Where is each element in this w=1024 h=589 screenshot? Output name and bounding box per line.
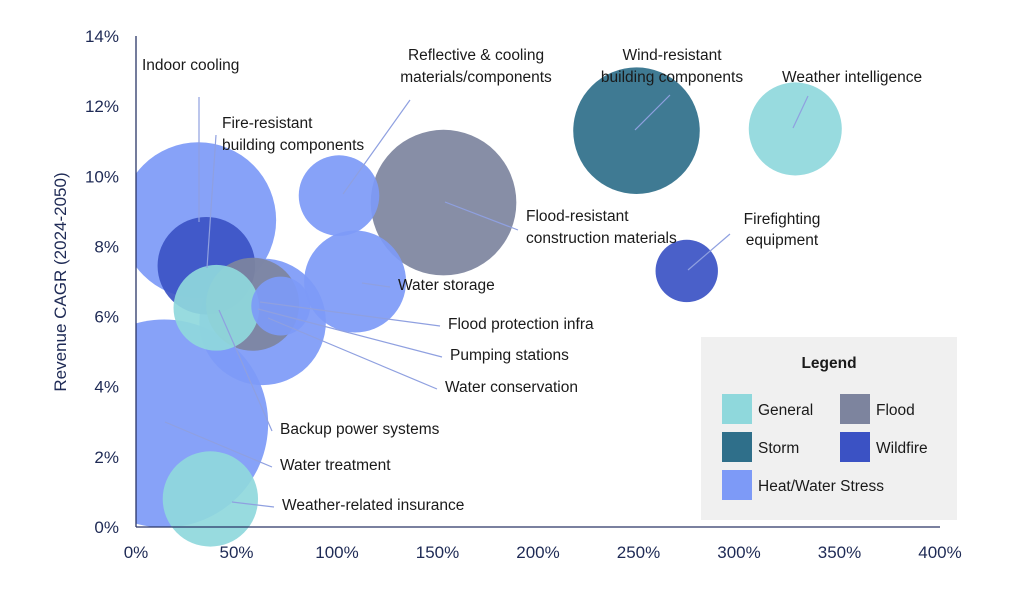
bubble-water-storage [304, 230, 407, 333]
label-flood-protection-infra: Flood protection infra [448, 316, 594, 333]
label-weather-intelligence: Weather intelligence [782, 69, 922, 86]
legend-title: Legend [801, 355, 856, 372]
bubble-wind-resistant-building-components [573, 67, 700, 194]
leader-flood-resistant-construction-materials [444, 201, 519, 231]
leader-weather-intelligence [792, 95, 809, 129]
leader-pumping-stations [257, 308, 443, 358]
leader-wind-resistant-building-components [634, 94, 671, 131]
x-tick-label: 250% [617, 543, 660, 562]
legend-swatch-flood [840, 394, 870, 424]
y-tick-label: 12% [85, 97, 119, 116]
x-tick-label: 200% [516, 543, 559, 562]
y-tick-label: 10% [85, 167, 119, 186]
x-tick-label: 0% [124, 543, 149, 562]
x-tick-label: 150% [416, 543, 459, 562]
x-tick-label: 400% [918, 543, 961, 562]
bubble-backup-power-systems [173, 264, 260, 351]
legend-swatch-wildfire [840, 432, 870, 462]
label-pumping-stations: Pumping stations [450, 347, 569, 364]
legend-swatch-heat-water-stress [722, 470, 752, 500]
bubble-firefighting-equipment [655, 239, 718, 303]
leader-water-treatment [164, 421, 273, 468]
label-backup-power-systems: Backup power systems [280, 421, 440, 438]
bubble-flood-protection-infra [251, 276, 311, 336]
leader-lines [164, 94, 809, 508]
legend-label-wildfire: Wildfire [876, 440, 928, 457]
plot-area [136, 67, 842, 547]
label-water-treatment: Water treatment [280, 457, 391, 474]
y-tick-label: 6% [94, 308, 119, 327]
leader-firefighting-equipment [687, 233, 731, 271]
legend-label-storm: Storm [758, 440, 799, 457]
leader-water-storage [361, 282, 391, 288]
label-water-conservation: Water conservation [445, 379, 578, 396]
y-tick-label: 0% [94, 518, 119, 537]
legend-swatch-storm [722, 432, 752, 462]
leader-flood-protection-infra [259, 301, 441, 327]
x-tick-label: 100% [315, 543, 358, 562]
legend-swatch-general [722, 394, 752, 424]
bubble-weather-related-insurance [162, 451, 259, 547]
x-tick-label: 50% [219, 543, 253, 562]
legend-label-heat-water-stress: Heat/Water Stress [758, 478, 884, 495]
label-indoor-cooling: Indoor cooling [142, 57, 239, 74]
leader-fire-resistant-building-components [206, 134, 217, 269]
legend-label-general: General [758, 402, 813, 419]
y-tick-label: 14% [85, 27, 119, 46]
y-axis-title: Revenue CAGR (2024-2050) [51, 172, 70, 391]
leader-reflective-cooling-materials-components [342, 99, 411, 195]
x-tick-label: 350% [818, 543, 861, 562]
legend-label-flood: Flood [876, 402, 915, 419]
y-tick-label: 4% [94, 378, 119, 397]
leader-weather-related-insurance [231, 501, 275, 508]
label-weather-related-insurance: Weather-related insurance [282, 497, 464, 514]
leader-water-conservation [267, 317, 438, 390]
y-tick-label: 2% [94, 448, 119, 467]
label-water-storage: Water storage [398, 277, 495, 294]
bubble-reflective-cooling-materials-components [298, 155, 380, 236]
x-tick-label: 300% [717, 543, 760, 562]
bubble-flood-resistant-construction-materials [370, 129, 517, 276]
bubble-weather-intelligence [748, 82, 842, 176]
axes [135, 36, 940, 528]
leader-backup-power-systems [218, 309, 273, 432]
y-tick-label: 8% [94, 237, 119, 256]
tick-labels: 0% 50% 100% 150% 200% 250% 300% 350% 400% 0% 2% 4% 6… [85, 27, 962, 562]
